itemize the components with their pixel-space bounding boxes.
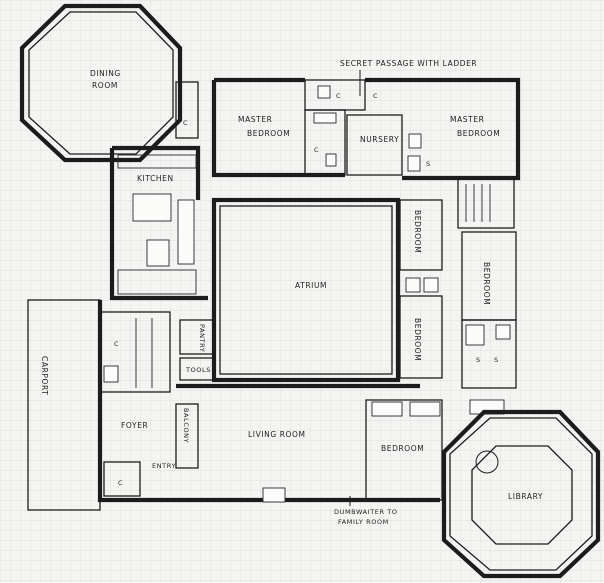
tools-label: TOOLS xyxy=(185,366,211,374)
shower-label: S xyxy=(426,160,431,168)
dining-room: DINING ROOM xyxy=(19,3,183,163)
foyer-label: FOYER xyxy=(121,421,148,430)
atrium-label: ATRIUM xyxy=(295,281,327,290)
kitchen: KITCHEN xyxy=(109,145,208,301)
dining-closet: C xyxy=(175,81,199,139)
spiral-stair xyxy=(475,450,499,474)
bedroom-lower: BEDROOM xyxy=(365,399,443,501)
bedroom-lower-label: BEDROOM xyxy=(381,444,424,453)
shower-label: S xyxy=(494,356,499,364)
bedroom-upper-label: BEDROOM xyxy=(413,210,422,253)
carport-label: CARPORT xyxy=(40,356,49,395)
closet-label: C xyxy=(118,479,123,487)
bath-closets: C C C xyxy=(304,79,378,176)
pantry: PANTRY xyxy=(179,319,215,355)
entry-label: ENTRY xyxy=(152,462,176,470)
bedroom-right-label: BEDROOM xyxy=(482,262,491,305)
dining-room-label-2: ROOM xyxy=(92,81,118,90)
closet-label: C xyxy=(373,92,378,100)
closet-label: C xyxy=(314,146,319,154)
kitchen-label: KITCHEN xyxy=(137,174,174,183)
master-bedroom-left-label-1: MASTER xyxy=(238,115,273,124)
bedroom-middle: BEDROOM xyxy=(399,277,443,379)
bedroom-upper: BEDROOM xyxy=(399,199,443,271)
master-bedroom-left: MASTER BEDROOM xyxy=(211,77,345,178)
dumbwaiter-label-1: DUMBWAITER TO xyxy=(334,508,398,516)
stairs-left: C xyxy=(99,311,171,393)
dining-room-label-1: DINING xyxy=(90,69,121,78)
closet-label: C xyxy=(336,92,341,100)
balcony: BALCONY xyxy=(175,403,199,469)
library-label: LIBRARY xyxy=(508,492,543,501)
foyer: FOYER C xyxy=(97,300,176,503)
nursery: NURSERY xyxy=(346,114,403,176)
stairs-right xyxy=(457,177,515,229)
secret-passage-label: SECRET PASSAGE WITH LADDER xyxy=(340,59,477,68)
bedroom-middle-label: BEDROOM xyxy=(413,318,422,361)
dumbwaiter-label-2: FAMILY ROOM xyxy=(338,518,389,526)
closet-label: C xyxy=(183,119,188,127)
master-bedroom-left-label-2: BEDROOM xyxy=(247,129,290,138)
master-bedroom-right-label-2: BEDROOM xyxy=(457,129,500,138)
pantry-label: PANTRY xyxy=(198,324,206,352)
closet-label: C xyxy=(114,340,119,348)
nursery-label: NURSERY xyxy=(360,135,399,144)
shower-label: S xyxy=(476,356,481,364)
master-bedroom-right-label-1: MASTER xyxy=(450,115,485,124)
balcony-label: BALCONY xyxy=(182,408,190,443)
atrium: ATRIUM xyxy=(211,197,401,383)
tools: TOOLS xyxy=(179,357,215,381)
library: LIBRARY xyxy=(441,409,601,579)
living-room-label: LIVING ROOM xyxy=(248,430,306,439)
